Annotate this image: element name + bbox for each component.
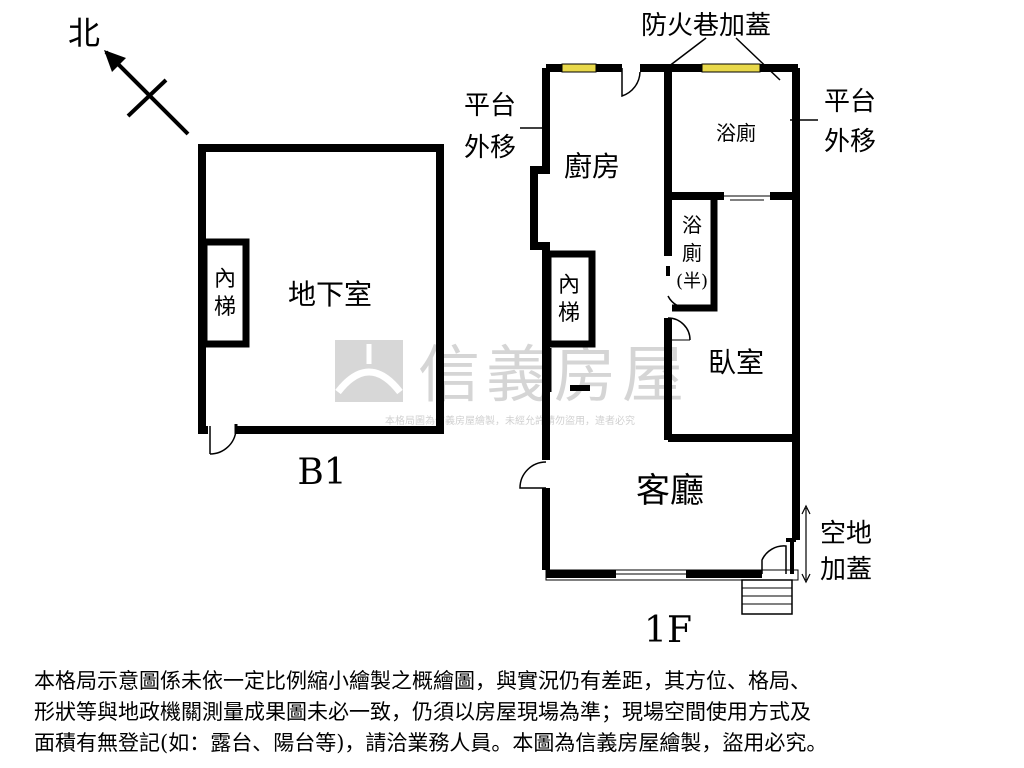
basement-floor-label: B1 — [297, 452, 346, 493]
right-platform-label-1: 平台 — [824, 87, 876, 117]
basement-stair-label-2: 梯 — [214, 295, 236, 320]
entrance-steps — [741, 579, 793, 615]
north-arrow-icon — [104, 50, 126, 72]
watermark: 信義房屋 本格局圖為信義房屋繪製，未經允許請勿盜用，違者必究 — [335, 338, 690, 427]
disclaimer-line-1: 本格局示意圖係未依一定比例縮小繪製之概繪圖，與實況仍有差距，其方位、格局、 — [34, 669, 811, 693]
window-kitchen — [561, 63, 597, 73]
right-platform-label-2: 外移 — [824, 127, 876, 157]
living-room-label: 客廳 — [636, 471, 704, 511]
basement-plan: 內 梯 地下室 B1 — [198, 144, 444, 493]
disclaimer-line-3: 面積有無登記(如：露台、陽台等)，請洽業務人員。本圖為信義房屋繪製，盜用必究。 — [34, 731, 828, 755]
first-floor-label: 1F — [644, 610, 692, 651]
watermark-brand: 信義房屋 — [418, 338, 690, 411]
vacant-label-2: 加蓋 — [820, 555, 872, 585]
disclaimer-line-2: 形狀等與地政機關測量成果圖未必一致，仍須以房屋現場為準；現場空間使用方式及 — [34, 700, 811, 724]
left-platform-label-1: 平台 — [464, 91, 516, 121]
first-floor-plan: 廚房 浴廁 浴 廁 (半) 內 梯 臥室 客廳 1F 防火巷加蓋 平台 外移 平… — [464, 11, 876, 651]
bedroom-label: 臥室 — [708, 346, 764, 379]
fire-lane-label: 防火巷加蓋 — [641, 11, 771, 41]
basement-stair — [200, 238, 250, 348]
basement-stair-label-1: 內 — [214, 267, 236, 292]
half-bath-label-3: (半) — [676, 271, 708, 292]
half-bath-label-2: 廁 — [682, 241, 702, 265]
watermark-notice: 本格局圖為信義房屋繪製，未經允許請勿盜用，違者必究 — [385, 414, 635, 427]
first-floor-stair — [544, 250, 596, 348]
kitchen-label: 廚房 — [564, 150, 620, 183]
vacant-label-1: 空地 — [820, 519, 872, 549]
left-platform-label-2: 外移 — [464, 133, 516, 163]
half-bath-label-1: 浴 — [682, 213, 702, 237]
disclaimer: 本格局示意圖係未依一定比例縮小繪製之概繪圖，與實況仍有差距，其方位、格局、 形狀… — [34, 666, 994, 759]
north-label: 北 — [68, 14, 100, 52]
bath-label: 浴廁 — [716, 121, 756, 145]
north-compass: 北 — [68, 14, 190, 136]
first-floor-stair-label-1: 內 — [558, 273, 580, 298]
first-floor-stair-label-2: 梯 — [558, 301, 580, 326]
watermark-logo-icon — [335, 340, 403, 402]
basement-room-label: 地下室 — [288, 278, 372, 311]
window-bath — [701, 63, 761, 73]
